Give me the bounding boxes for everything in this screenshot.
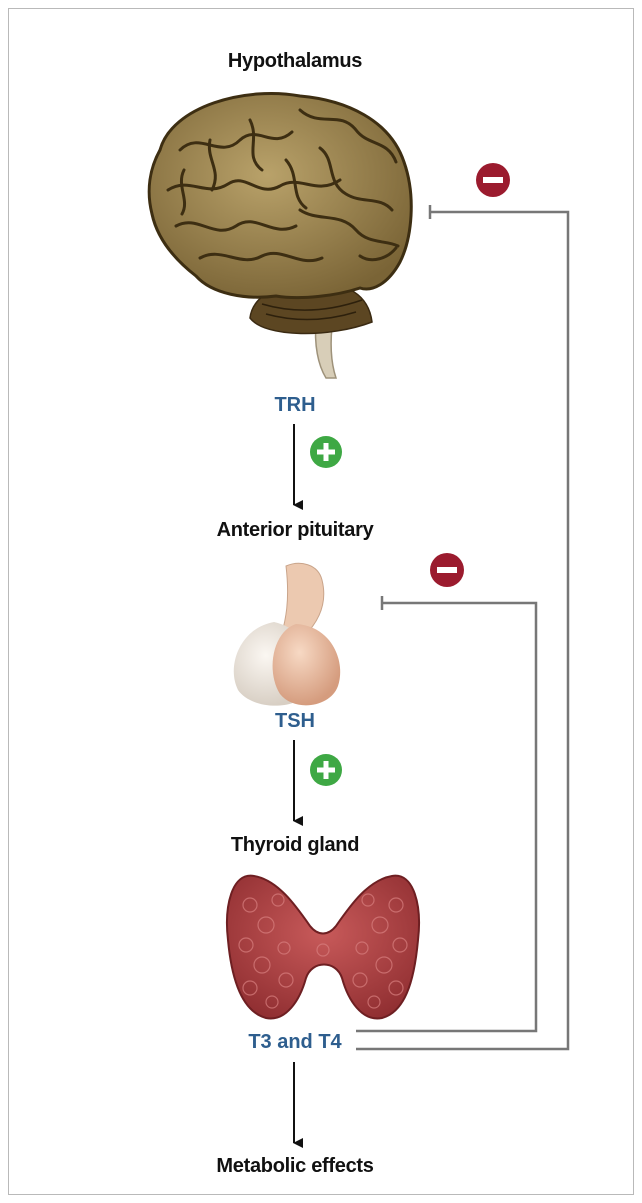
organ-label-thyroid-gland: Thyroid gland bbox=[0, 834, 590, 857]
minus-circle-icon bbox=[430, 553, 464, 587]
organ-label-anterior-pituitary: Anterior pituitary bbox=[0, 519, 590, 542]
minus-circle-icon bbox=[476, 163, 510, 197]
hormone-label-tsh: TSH bbox=[0, 710, 590, 733]
pituitary-image bbox=[234, 563, 340, 705]
hormone-label-trh: TRH bbox=[0, 394, 590, 417]
organ-label-hypothalamus: Hypothalamus bbox=[0, 50, 590, 73]
thyroid-image bbox=[227, 876, 419, 1019]
brain-image bbox=[149, 93, 411, 378]
hormone-label-t3-t4: T3 and T4 bbox=[0, 1031, 590, 1054]
organ-label-metabolic-effects: Metabolic effects bbox=[0, 1155, 590, 1178]
plus-circle-icon bbox=[310, 754, 342, 786]
plus-circle-icon bbox=[310, 436, 342, 468]
